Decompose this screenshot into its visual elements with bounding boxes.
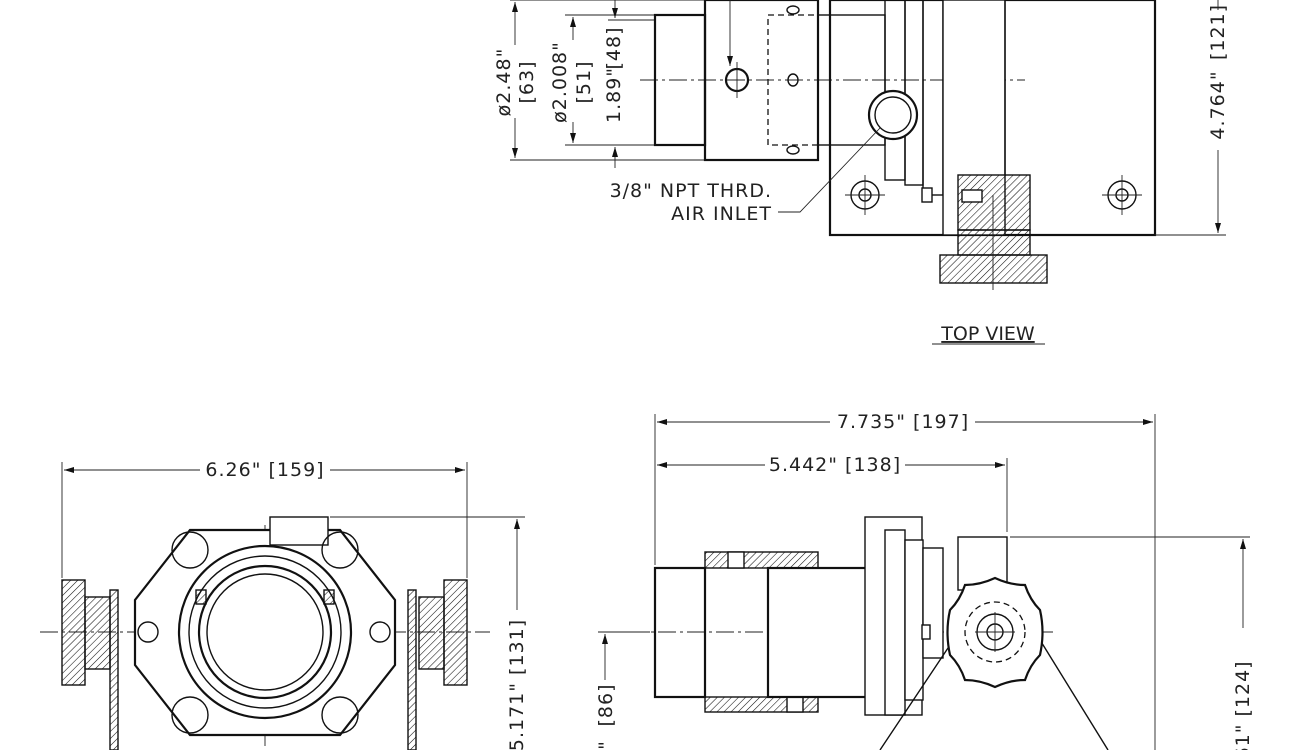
bolt-hole-left — [845, 175, 885, 215]
callout-thread: 3/8" NPT THRD. — [610, 180, 772, 202]
dim-inner-diameter: ø2.008" [51] — [549, 14, 655, 146]
dim-center-height-mm: [86] — [595, 683, 617, 726]
side-view: 7.735" [197] 5.442" [138] — [595, 411, 1254, 750]
dim-center-height-label: " — [595, 740, 617, 750]
front-view: 6.26" [159] 5.171" [131] — [40, 459, 528, 750]
knob — [946, 576, 1044, 689]
dim-offset: 1.89" [48] — [603, 0, 655, 168]
dim-width: 6.26" [159] — [61, 459, 468, 578]
callout-air-inlet: AIR INLET — [671, 203, 772, 225]
dim-depth-mm: [121] — [1207, 4, 1229, 60]
callout-leader — [778, 127, 881, 213]
pipe-inlet-side — [653, 566, 707, 699]
dim-center-height: [86] " — [595, 631, 650, 750]
bolt-right — [369, 621, 391, 643]
dim-offset-label: 1.89" — [603, 67, 625, 123]
air-inlet-fitting — [867, 89, 919, 141]
dim-overall-length-label: 7.735" [197] — [837, 411, 969, 433]
dim-inner-diameter-label: ø2.008" — [549, 41, 571, 123]
bolt-left — [137, 621, 159, 643]
dim-outer-diameter: ø2.48" [63] — [493, 0, 705, 161]
dim-offset-mm: [48] — [603, 26, 625, 69]
top-view-title: TOP VIEW — [940, 323, 1035, 345]
top-view: ø2.48" [63] ø2.008" [51] 1.89" [48] — [493, 0, 1229, 345]
dim-outer-diameter-mm: [63] — [516, 60, 538, 103]
dim-width-label: 6.26" [159] — [205, 459, 324, 481]
dim-height: 5.171" [131] — [330, 516, 528, 750]
dim-depth-label: 4.764" — [1207, 70, 1229, 139]
dim-total-height: .861" [124] — [1010, 536, 1254, 750]
dim-length-label: 5.442" [138] — [769, 454, 901, 476]
dim-outer-diameter-label: ø2.48" — [493, 48, 515, 117]
dim-length: 5.442" [138] — [657, 454, 1008, 532]
dim-overall-length: 7.735" [197] — [654, 411, 1156, 750]
knob-section — [921, 174, 1048, 290]
dim-depth: [121] 4.764" — [1155, 0, 1229, 236]
dim-inner-diameter-mm: [51] — [573, 60, 595, 103]
dim-height-label: 5.171" [131] — [506, 619, 528, 750]
bolt-hole-right — [1102, 175, 1142, 215]
dim-total-height-label: .861" [124] — [1232, 660, 1254, 750]
